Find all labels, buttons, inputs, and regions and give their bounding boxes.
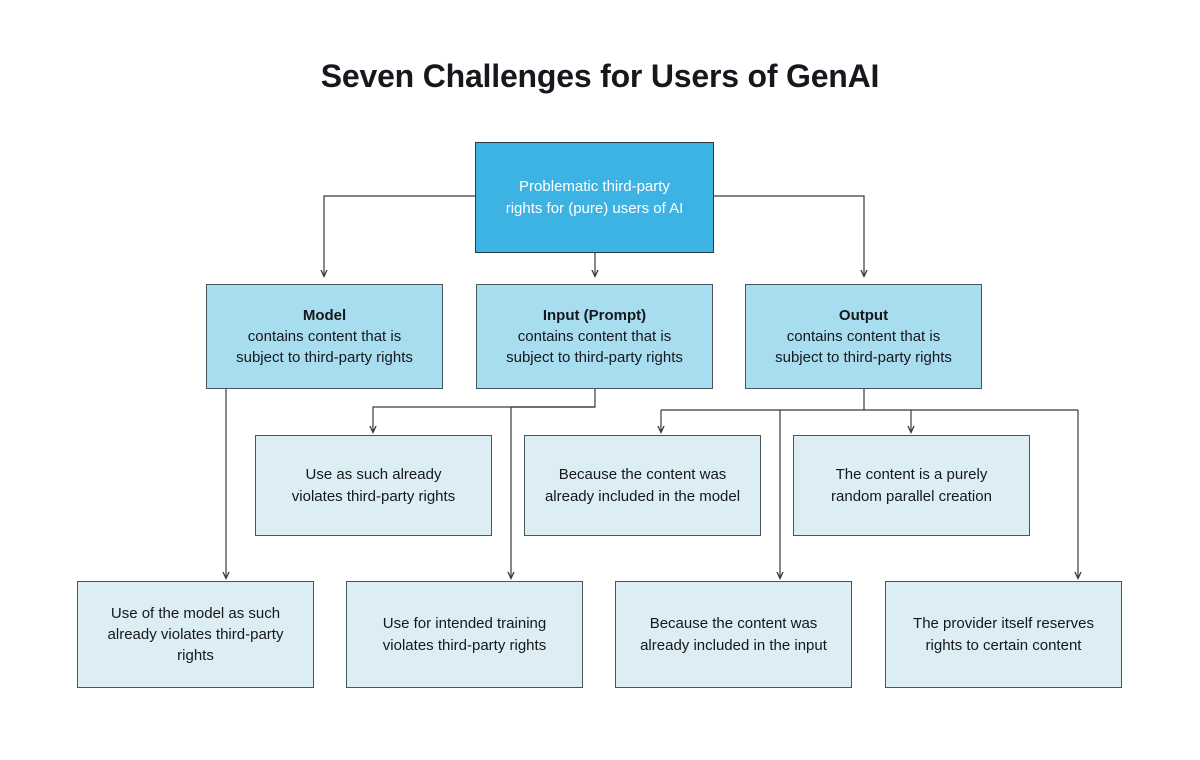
- node-use-as-such-line2: violates third-party rights: [291, 487, 456, 505]
- node-root-line2: rights for (pure) users of AI: [505, 199, 684, 217]
- node-included-in-model-line1: Because the content was: [558, 466, 727, 484]
- node-use-of-model[interactable]: Use of the model as such already violate…: [77, 581, 314, 688]
- node-use-as-such-line1: Use as such already: [305, 466, 442, 484]
- node-model[interactable]: Model contains content that is subject t…: [206, 284, 443, 389]
- node-use-as-such[interactable]: Use as such already violates third-party…: [255, 435, 492, 536]
- edge-input-to-use-as-such: [373, 389, 596, 432]
- node-model-heading: Model: [302, 306, 347, 324]
- node-model-line2: subject to third-party rights: [236, 349, 413, 367]
- node-provider-reserves[interactable]: The provider itself reserves rights to c…: [885, 581, 1122, 688]
- node-included-in-model[interactable]: Because the content was already included…: [524, 435, 761, 536]
- node-input-line1: contains content that is: [517, 327, 672, 345]
- node-input[interactable]: Input (Prompt) contains content that is …: [476, 284, 713, 389]
- page-title: Seven Challenges for Users of GenAI: [320, 58, 880, 94]
- node-use-of-model-line3: rights: [177, 647, 214, 665]
- node-included-in-input-line1: Because the content was: [649, 615, 818, 633]
- node-root[interactable]: Problematic third-party rights for (pure…: [475, 142, 714, 253]
- node-output[interactable]: Output contains content that is subject …: [745, 284, 982, 389]
- node-intended-training-line1: Use for intended training: [382, 615, 547, 633]
- node-output-line1: contains content that is: [786, 327, 941, 345]
- node-random-parallel-line1: The content is a purely: [835, 466, 988, 484]
- node-intended-training-line2: violates third-party rights: [382, 636, 547, 654]
- node-intended-training[interactable]: Use for intended training violates third…: [346, 581, 583, 688]
- node-included-in-model-line2: already included in the model: [544, 487, 741, 505]
- node-random-parallel[interactable]: The content is a purely random parallel …: [793, 435, 1030, 536]
- node-output-heading: Output: [838, 306, 889, 324]
- node-provider-reserves-line1: The provider itself reserves: [913, 615, 1094, 633]
- node-input-heading: Input (Prompt): [542, 306, 647, 324]
- node-input-line2: subject to third-party rights: [506, 349, 683, 367]
- node-use-of-model-line1: Use of the model as such: [110, 604, 281, 622]
- node-output-line2: subject to third-party rights: [775, 349, 952, 367]
- node-provider-reserves-line2: rights to certain content: [925, 636, 1082, 654]
- node-use-of-model-line2: already violates third-party: [107, 625, 284, 643]
- node-included-in-input[interactable]: Because the content was already included…: [615, 581, 852, 688]
- node-included-in-input-line2: already included in the input: [640, 636, 827, 654]
- edge-root-to-model: [324, 195, 475, 276]
- edge-root-to-output: [714, 195, 864, 276]
- node-model-line1: contains content that is: [247, 327, 402, 345]
- node-root-line1: Problematic third-party: [519, 178, 670, 196]
- node-random-parallel-line2: random parallel creation: [831, 487, 992, 505]
